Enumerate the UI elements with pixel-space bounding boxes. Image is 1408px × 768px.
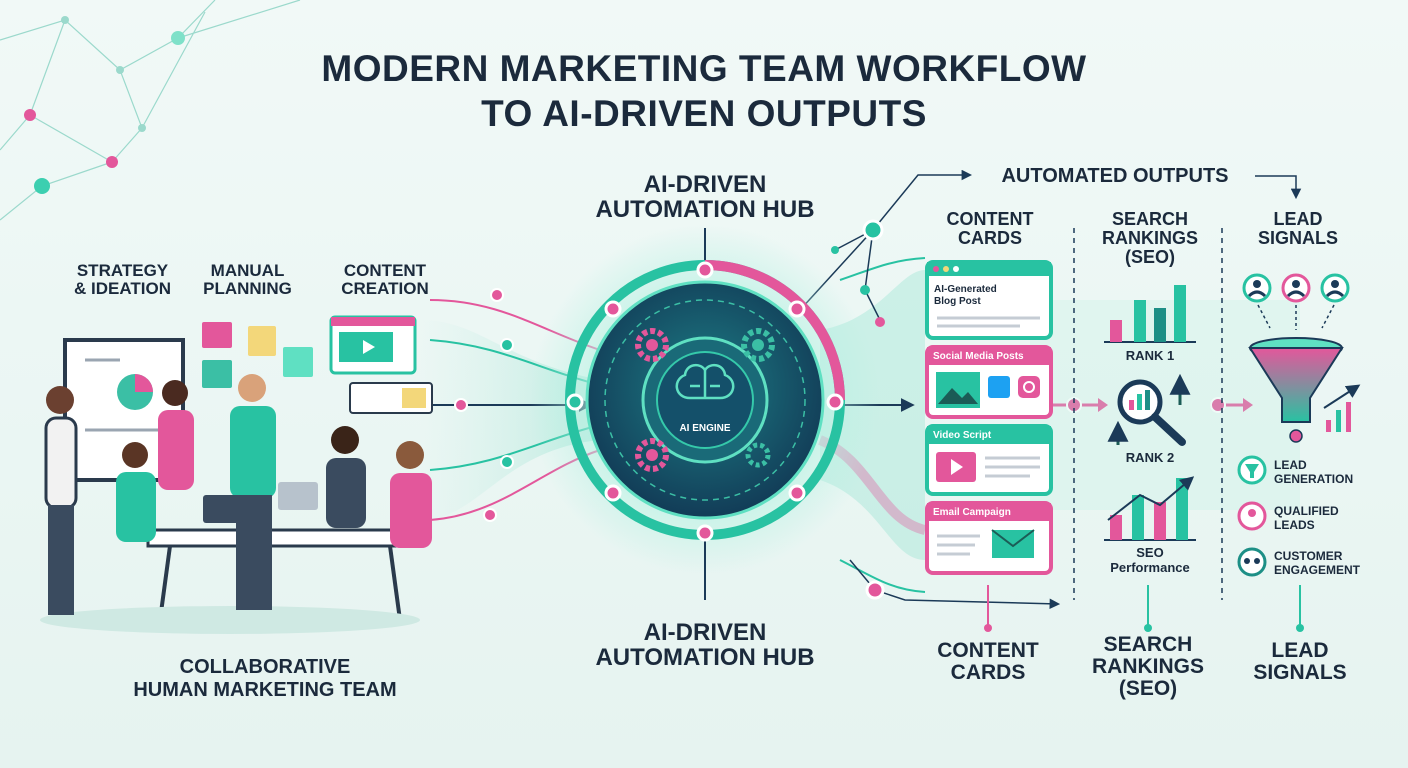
network-nodes (24, 16, 185, 194)
rank-1-label: RANK 1 (1125, 348, 1175, 363)
user-icon (1242, 273, 1272, 303)
team-illustration (40, 322, 432, 634)
person-5 (326, 426, 366, 528)
person-2 (158, 380, 194, 490)
funnel-icon (1248, 337, 1344, 423)
person-6 (390, 441, 432, 548)
person-1 (44, 386, 78, 615)
play-icon (363, 340, 375, 354)
content-cards (925, 260, 1053, 575)
header-arrow (1255, 175, 1302, 200)
video-player-card (329, 315, 433, 414)
bottom-connectors (984, 585, 1304, 632)
ai-engine-label: AI ENGINE (679, 423, 731, 434)
rank-2-label: RANK 2 (1125, 450, 1175, 465)
magnifier-icon (1117, 379, 1186, 446)
branch-nodes (831, 219, 885, 600)
instagram-icon (1018, 376, 1040, 398)
card-video-title: Video Script (933, 430, 992, 441)
page-title: MODERN MARKETING TEAM WORKFLOW TO AI-DRI… (321, 48, 1087, 134)
person-3 (230, 374, 276, 610)
user-icon (1281, 273, 1311, 303)
seo-column (1073, 228, 1223, 600)
card-social-title: Social Media Posts (933, 351, 1024, 362)
card-email-title: Email Campaign (933, 507, 1011, 518)
play-icon (951, 459, 963, 475)
label-strategy: STRATEGY& IDEATION (74, 261, 171, 298)
user-icon (1320, 273, 1350, 303)
hub-ring-nodes (566, 261, 844, 542)
output-streams (817, 257, 1300, 593)
person-4 (116, 442, 156, 542)
gear-icon (635, 328, 775, 472)
ai-hub (530, 225, 880, 600)
lead-column (1237, 273, 1361, 577)
brain-icon (675, 363, 735, 400)
twitter-icon (988, 376, 1010, 398)
automated-outputs-header: AUTOMATED OUTPUTS (1001, 165, 1229, 187)
